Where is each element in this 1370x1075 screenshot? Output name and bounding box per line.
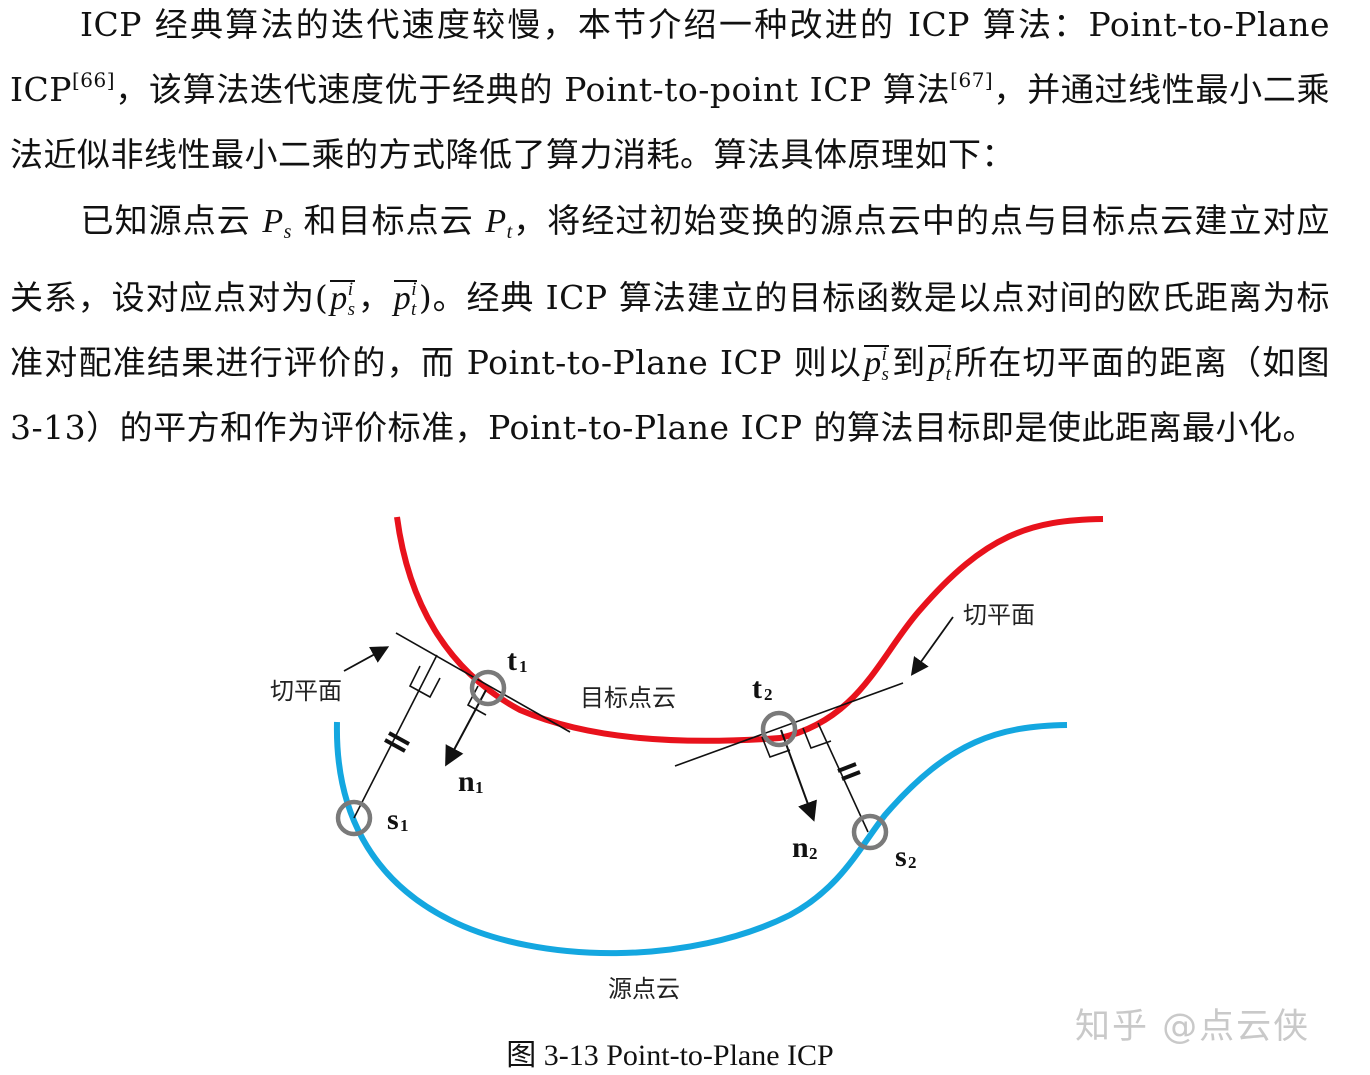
point-t2 — [760, 710, 798, 748]
paragraph-intro-text-a: ICP 经典算法的迭代速度较慢，本节介绍一种改进的 ICP 算法：Point-t… — [10, 5, 1330, 109]
label-target-cloud: 目标点云 — [580, 684, 676, 712]
label-n2: n — [792, 831, 809, 864]
label-tangent-plane-left: 切平面 — [270, 677, 342, 705]
symbol-ps-bar: pis — [330, 279, 356, 320]
label-tangent-plane-right: 切平面 — [963, 601, 1035, 629]
paragraph-principle-text-4: )。经典 ICP 算法建立的目标函数是以点对间的欧氏距离为标准对配准结果进行评价… — [10, 278, 1331, 382]
label-t2: t — [752, 672, 762, 705]
tangent-line-t2 — [674, 682, 904, 767]
label-s2-sub: 2 — [908, 853, 917, 872]
citation-66: [66] — [72, 68, 116, 92]
distance-tick-2a — [837, 762, 857, 773]
label-s2: s — [895, 840, 907, 873]
symbol-pt-bar-2: pit — [928, 344, 952, 385]
word-to: 到 — [891, 343, 927, 382]
watermark: 知乎 @点云侠 — [1075, 1007, 1311, 1047]
right-angle-marker-t2 — [761, 736, 791, 759]
pair-separator: ， — [357, 278, 392, 317]
label-t1-sub: 1 — [519, 657, 528, 676]
distance-tick-1a — [384, 738, 406, 753]
paragraph-intro-text-c: ，并通过线性最小二乘法近似非线性最小二乘的方式降低了算力消耗。算法具体原理如下： — [10, 70, 1330, 174]
right-angle-marker-s1 — [408, 665, 441, 699]
label-source-cloud: 源点云 — [608, 975, 680, 1003]
label-t1: t — [507, 644, 517, 677]
distance-tick-2b — [841, 770, 861, 781]
paragraph-principle-text-3: ，将经过初始变换的源点云中的点与目标点云建立对应关系，设对应点对为( — [10, 201, 1331, 317]
source-cloud-curve — [333, 721, 1068, 957]
label-s1-sub: 1 — [400, 816, 409, 835]
point-s1 — [335, 799, 373, 837]
label-n1: n — [458, 765, 475, 798]
paragraph-principle: 已知源点云 Ps 和目标点云 Pt，将经过初始变换的源点云中的点与目标点云建立对… — [10, 188, 1330, 460]
target-cloud-curve — [394, 516, 1104, 744]
right-angle-marker-s2 — [802, 727, 832, 750]
paragraph-intro: ICP 经典算法的迭代速度较慢，本节介绍一种改进的 ICP 算法：Point-t… — [10, 0, 1330, 187]
symbol-ps: P — [262, 203, 284, 240]
tangent-callout-arrow-right — [910, 616, 954, 676]
distance-tick-1b — [388, 731, 410, 746]
tangent-callout-arrow-left — [343, 646, 390, 672]
paragraph-intro-text-b: ，该算法迭代速度优于经典的 Point-to-point ICP 算法 — [115, 70, 951, 109]
symbol-pt: P — [485, 203, 507, 240]
label-n2-sub: 2 — [809, 844, 818, 863]
symbol-ps-bar-2: pis — [864, 344, 890, 385]
label-s1: s — [387, 803, 399, 836]
label-n1-sub: 1 — [475, 778, 484, 797]
point-s2 — [851, 813, 889, 851]
paragraph-principle-text-1: 已知源点云 — [80, 201, 263, 240]
figure-caption: 图 3-13 Point-to-Plane ICP — [506, 1039, 834, 1072]
paragraph-principle-text-2: 和目标点云 — [291, 201, 486, 240]
label-t2-sub: 2 — [764, 685, 773, 704]
paragraph-principle-text-5: 所在切平面的距离（如图 3-13）的平方和作为评价标准，Point-to-Pla… — [10, 343, 1331, 447]
citation-67: [67] — [950, 68, 994, 92]
symbol-pt-sub: t — [506, 221, 513, 243]
symbol-ps-sub: s — [283, 221, 292, 243]
point-t1 — [469, 669, 507, 707]
tangent-line-t1 — [395, 632, 571, 733]
symbol-pt-bar: pit — [393, 279, 418, 320]
